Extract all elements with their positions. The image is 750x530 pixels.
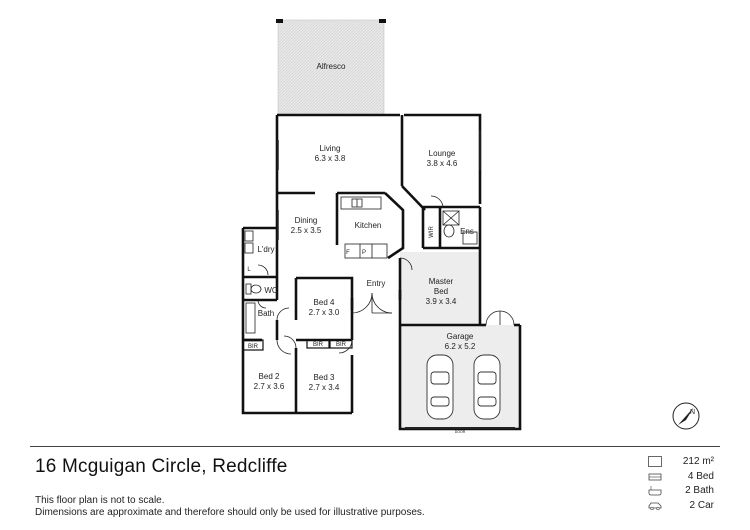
area-value: 212 m² [682, 456, 714, 467]
living-dims: 6.3 x 3.8 [315, 154, 346, 163]
fridge-label: F [346, 250, 350, 256]
property-stats: 212 m² 4 Bed 2 Bath 2 Car [644, 455, 716, 513]
dining-dims: 2.5 x 3.5 [291, 226, 322, 235]
garage-label: Garage [447, 332, 474, 341]
alfresco-area: Alfresco [276, 19, 386, 116]
bir-label-bed2: BIR [248, 344, 259, 350]
cars-value: 2 Car [689, 499, 714, 511]
bir-label-bed3: BIR [336, 342, 347, 348]
footer-divider [30, 446, 720, 447]
master-bed-floor [400, 252, 480, 325]
stat-area: 212 m² [644, 455, 716, 470]
stat-cars: 2 Car [644, 499, 716, 514]
garage-dims: 6.2 x 5.2 [445, 342, 476, 351]
fixtures [244, 130, 515, 429]
master-label-1: Master [429, 277, 454, 286]
area-icon [648, 456, 662, 467]
car-icon [648, 502, 662, 510]
floor-plan: Alfresco [241, 19, 700, 434]
bed4-dims: 2.7 x 3.0 [309, 308, 340, 317]
laundry-label: L'dry [257, 245, 274, 254]
lounge-dims: 3.8 x 4.6 [427, 159, 458, 168]
bed3-label: Bed 3 [314, 373, 335, 382]
property-address: 16 Mcguigan Circle, Redcliffe [35, 456, 288, 477]
living-label: Living [320, 144, 341, 153]
linen-label: L [247, 267, 251, 273]
car-icon [426, 354, 501, 420]
beds-value: 4 Bed [687, 470, 714, 482]
stat-baths: 2 Bath [644, 484, 716, 499]
bed2-dims: 2.7 x 3.6 [254, 382, 285, 391]
bed2-label: Bed 2 [259, 372, 280, 381]
kitchen-label: Kitchen [355, 221, 382, 230]
north-arrow-icon: N [672, 402, 700, 430]
stat-beds: 4 Bed [644, 470, 716, 485]
svg-text:N: N [690, 409, 695, 416]
walls [241, 113, 522, 431]
ens-label: Ens [460, 227, 474, 236]
garage-door-label: DOOR [455, 430, 466, 434]
disclaimer: This floor plan is not to scale. Dimensi… [35, 495, 425, 519]
bed3-dims: 2.7 x 3.4 [309, 383, 340, 392]
lounge-label: Lounge [429, 149, 456, 158]
alfresco-label: Alfresco [317, 62, 346, 71]
baths-value: 2 Bath [685, 485, 714, 496]
entry-label: Entry [367, 279, 386, 288]
bir-label-bed4: BIR [313, 342, 324, 348]
bed-icon [648, 473, 662, 480]
bed4-label: Bed 4 [314, 298, 335, 307]
master-label-2: Bed [434, 287, 448, 296]
dining-label: Dining [295, 216, 318, 225]
pantry-label: P [362, 250, 366, 256]
master-dims: 3.9 x 3.4 [426, 297, 457, 306]
wir-label: WIR [429, 226, 435, 238]
bath-label: Bath [258, 309, 274, 318]
bath-icon [648, 486, 662, 496]
wc-label: WC [264, 286, 278, 295]
disclaimer-line-2: Dimensions are approximate and therefore… [35, 507, 425, 518]
disclaimer-line-1: This floor plan is not to scale. [35, 495, 165, 506]
